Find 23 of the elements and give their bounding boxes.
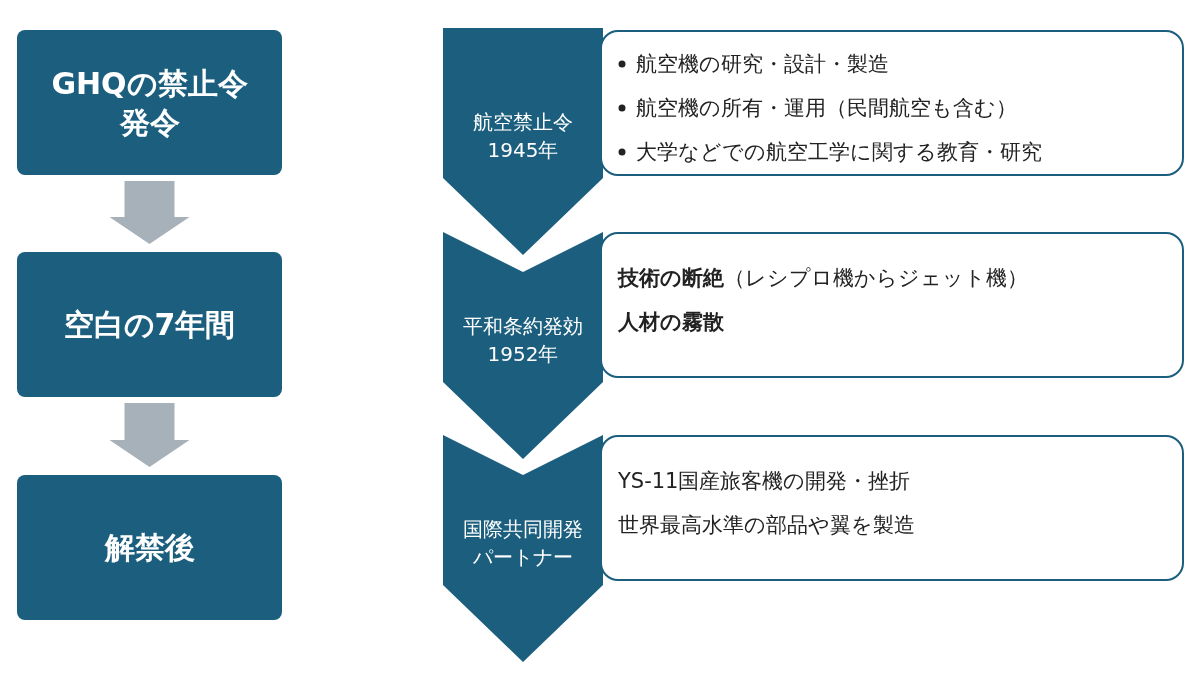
- chevron-label: 1952年: [486, 341, 560, 368]
- detail-box: [600, 30, 1184, 176]
- detail-box: [600, 435, 1184, 581]
- detail-text: 人材の霧散: [618, 309, 725, 336]
- step-label: 空白の7年間: [63, 306, 236, 344]
- step-label: 解禁後: [104, 529, 195, 567]
- bullet-item: 航空機の研究・設計・製造: [636, 51, 889, 78]
- chevron-label: 国際共同開発パートナー: [462, 516, 584, 571]
- chevron-label: 平和条約発効: [462, 313, 584, 340]
- step-label: GHQの禁止令発令: [50, 64, 249, 142]
- chevron-label: 1945年: [486, 137, 560, 164]
- step-box: [17, 475, 282, 620]
- chevron-label: 航空禁止令: [472, 109, 574, 136]
- bullet-item: 大学などでの航空工学に関する教育・研究: [636, 139, 1042, 166]
- detail-text: 世界最高水準の部品や翼を製造: [618, 512, 916, 539]
- detail-text: YS-11国産旅客機の開発・挫折: [618, 468, 912, 495]
- step-box: [17, 252, 282, 397]
- detail-text: 技術の断絶（レシプロ機からジェット機）: [618, 265, 1029, 292]
- bullet-item: 航空機の所有・運用（民間航空も含む）: [636, 95, 1017, 122]
- block-arrow: [109, 181, 190, 244]
- step-box: [17, 30, 282, 175]
- block-arrow: [109, 403, 190, 467]
- detail-box: [600, 232, 1184, 378]
